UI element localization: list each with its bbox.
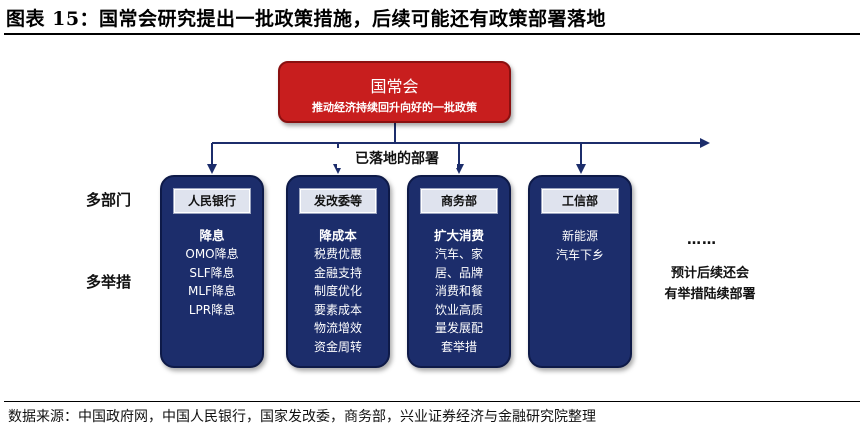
title-divider (4, 33, 860, 35)
future-line-1: 预计后续还会 (670, 266, 749, 281)
card-item: 套举措 (440, 339, 477, 354)
card-item: 制度优化 (313, 284, 362, 298)
card-category: 降息 (199, 228, 225, 243)
landed-measures-label: 已落地的部署 (337, 148, 457, 168)
data-source: 数据来源：中国政府网，中国人民银行，国家发改委，商务部，兴业证券经济与金融研究院… (8, 409, 596, 425)
card-item: 居、品牌 (434, 265, 483, 280)
card-item: 汽车、家 (434, 247, 483, 261)
card-miit: 工信部 新能源 汽车下乡 (528, 175, 632, 368)
card-header: 商务部 (421, 189, 497, 213)
card-item: 金融支持 (313, 265, 362, 280)
side-label-departments: 多部门 (86, 191, 132, 209)
card-header: 发改委等 (300, 189, 376, 213)
footer-divider (4, 401, 860, 402)
future-measures-note: 预计后续还会 有举措陆续部署 (640, 263, 780, 305)
card-items: 税费优惠 金融支持 制度优化 要素成本 物流增效 资金周转 (288, 245, 388, 356)
card-item: 汽车下乡 (555, 247, 604, 262)
card-item: 物流增效 (313, 321, 362, 335)
card-item: OMO降息 (185, 247, 239, 261)
state-council-box: 国常会 推动经济持续回升向好的一批政策 (278, 61, 511, 123)
future-line-2: 有举措陆续部署 (664, 287, 756, 302)
card-item: 量发展配 (434, 321, 483, 335)
card-items: OMO降息 SLF降息 MLF降息 LPR降息 (162, 245, 262, 319)
card-item: LPR降息 (188, 302, 236, 317)
card-header: 人民银行 (174, 189, 250, 213)
card-items: 新能源 汽车下乡 (530, 227, 630, 264)
card-category: 扩大消费 (433, 228, 484, 243)
card-category: 降成本 (319, 228, 357, 243)
more-ellipsis: …… (687, 232, 717, 248)
card-item: MLF降息 (188, 284, 236, 298)
card-item: 消费和餐 (434, 284, 483, 298)
card-item: 新能源 (561, 229, 598, 243)
card-mofcom: 商务部 扩大消费 汽车、家 居、品牌 消费和餐 饮业高质 量发展配 套举措 (407, 175, 511, 368)
card-ndrc: 发改委等 降成本 税费优惠 金融支持 制度优化 要素成本 物流增效 资金周转 (286, 175, 390, 368)
card-item: 税费优惠 (313, 247, 362, 261)
state-council-label: 国常会 (370, 77, 419, 96)
card-header: 工信部 (542, 189, 618, 213)
card-pboc: 人民银行 降息 OMO降息 SLF降息 MLF降息 LPR降息 (160, 175, 264, 368)
card-item: 要素成本 (313, 302, 362, 317)
side-label-measures: 多举措 (86, 273, 132, 291)
card-item: 资金周转 (313, 339, 362, 354)
card-items: 汽车、家 居、品牌 消费和餐 饮业高质 量发展配 套举措 (409, 245, 509, 356)
card-item: SLF降息 (189, 265, 235, 280)
state-council-subtitle: 推动经济持续回升向好的一批政策 (312, 101, 477, 114)
card-item: 饮业高质 (434, 302, 483, 317)
figure-title: 图表 15：国常会研究提出一批政策措施，后续可能还有政策部署落地 (6, 8, 607, 30)
